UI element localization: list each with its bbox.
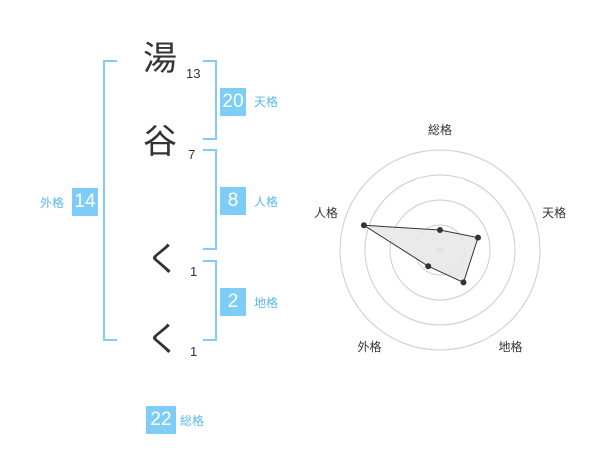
radar-grid-ring — [389, 199, 491, 301]
radar-grid-ring — [339, 149, 541, 351]
gaikaku-bracket — [103, 60, 117, 341]
radar-axis-label: 人格 — [314, 205, 338, 220]
stroke-count-3: 1 — [190, 264, 198, 279]
soukaku-value: 22 — [146, 406, 176, 434]
chikaku-bracket — [203, 260, 217, 341]
radar-point-4 — [425, 263, 432, 270]
stroke-count-1: 13 — [186, 66, 201, 81]
radar-point-5 — [360, 222, 367, 229]
tenkaku-label: 天格 — [254, 95, 279, 109]
stroke-count-2: 7 — [188, 147, 196, 162]
jinkaku-value: 8 — [220, 187, 246, 215]
name-char-2: 谷 — [143, 122, 177, 162]
radar-point-2 — [475, 234, 481, 241]
radar-axis-label: 総格 — [428, 122, 452, 137]
jinkaku-bracket — [203, 149, 217, 250]
radar-axis-label: 外格 — [357, 339, 381, 354]
jinkaku-label: 人格 — [254, 195, 279, 209]
chikaku-label: 地格 — [254, 296, 279, 310]
stroke-count-4: 1 — [190, 344, 198, 359]
radar-axis-label: 地格 — [498, 339, 522, 354]
gaikaku-value: 14 — [72, 188, 98, 216]
radar-grid-ring — [364, 174, 516, 326]
name-char-4: く — [146, 320, 180, 360]
radar-series-polygon — [363, 224, 479, 284]
tenkaku-value: 20 — [220, 88, 246, 116]
name-char-1: 湯 — [143, 39, 177, 79]
soukaku-label: 総格 — [180, 414, 205, 428]
radar-point-1 — [437, 227, 443, 233]
radar-point-3 — [460, 279, 467, 286]
name-char-3: く — [146, 240, 180, 280]
tenkaku-bracket — [203, 60, 217, 140]
chikaku-value: 2 — [220, 288, 246, 316]
radar-axis-label: 天格 — [542, 205, 566, 220]
gaikaku-label: 外格 — [40, 196, 65, 210]
